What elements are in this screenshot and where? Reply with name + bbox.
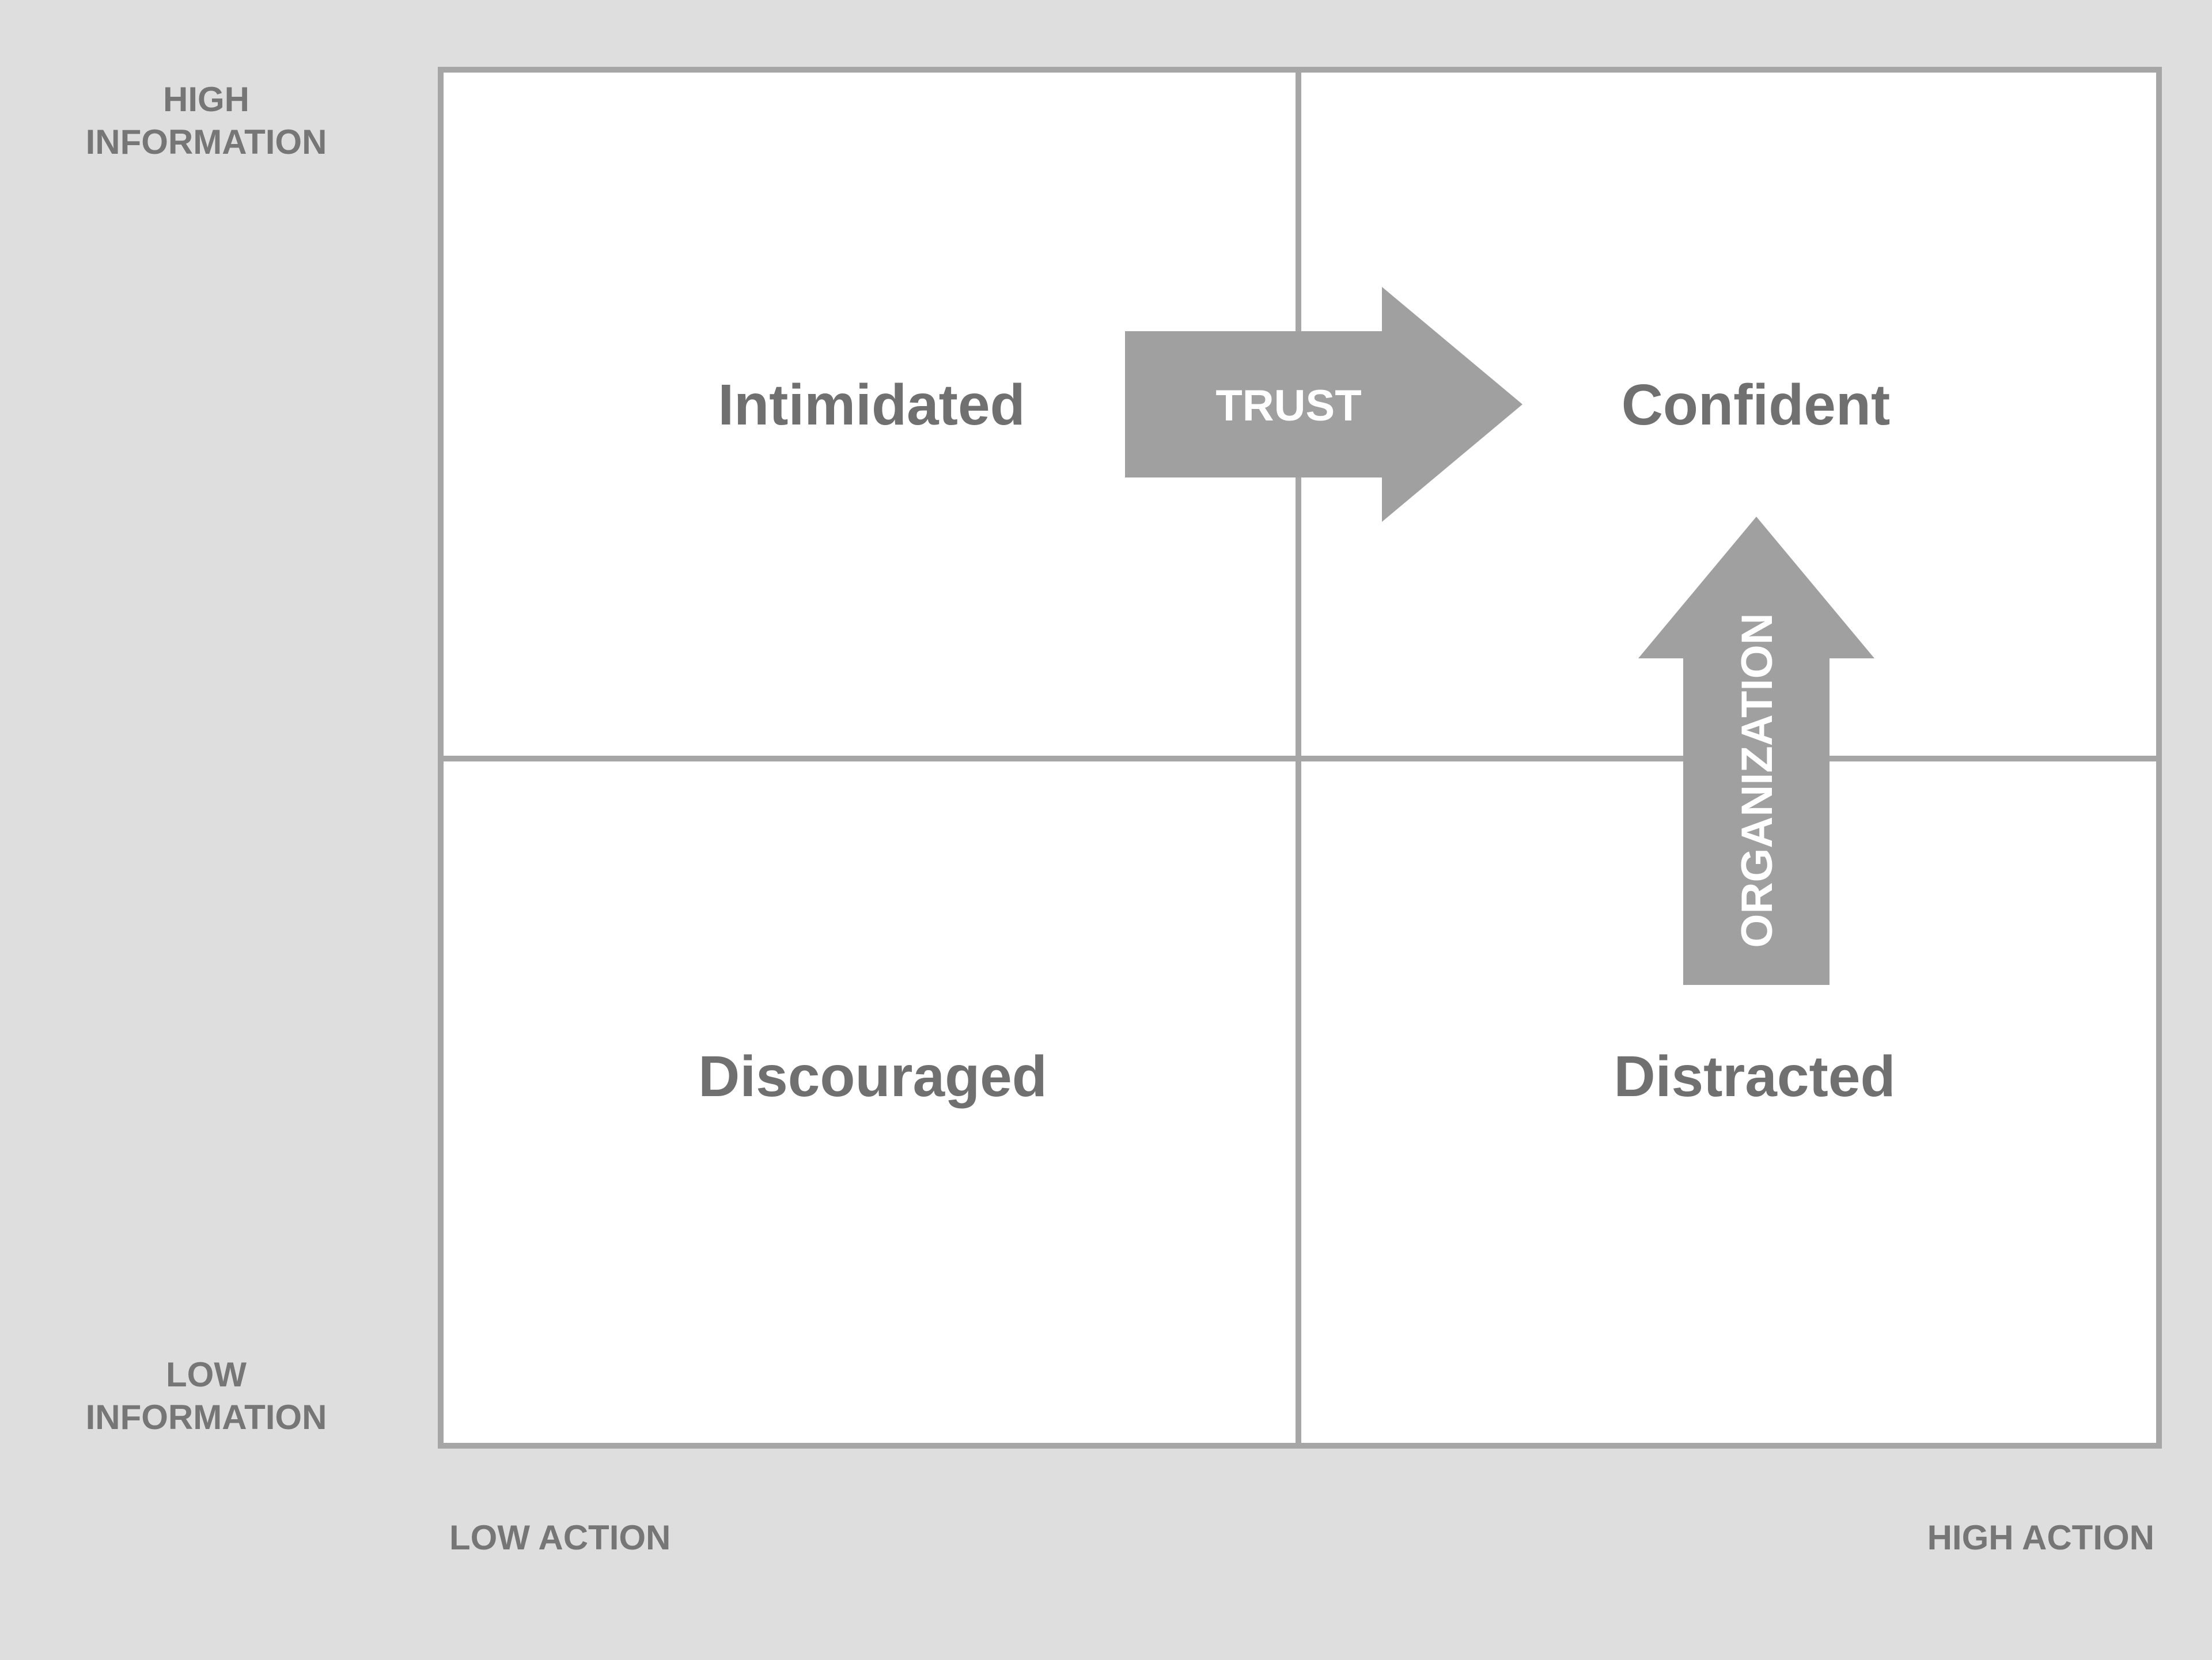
organization-arrow [1638, 517, 1874, 985]
trust-arrow-label: TRUST [1215, 381, 1361, 430]
y-axis-low-label-line2: INFORMATION [86, 1398, 327, 1437]
x-axis-high-label: HIGH ACTION [1927, 1518, 2154, 1557]
quadrant-label-confident: Confident [1622, 373, 1891, 437]
y-axis-high-label-line1: HIGH [163, 80, 249, 119]
y-axis-low-label-line1: LOW [166, 1355, 247, 1394]
quadrant-label-discouraged: Discouraged [698, 1044, 1047, 1109]
organization-arrow-label: ORGANIZATION [1733, 613, 1782, 948]
quadrant-label-distracted: Distracted [1613, 1044, 1895, 1109]
quadrant-label-intimidated: Intimidated [718, 373, 1025, 437]
x-axis-low-label: LOW ACTION [449, 1518, 671, 1557]
trust-arrow [1125, 287, 1522, 522]
y-axis-high-label-line2: INFORMATION [86, 123, 327, 161]
